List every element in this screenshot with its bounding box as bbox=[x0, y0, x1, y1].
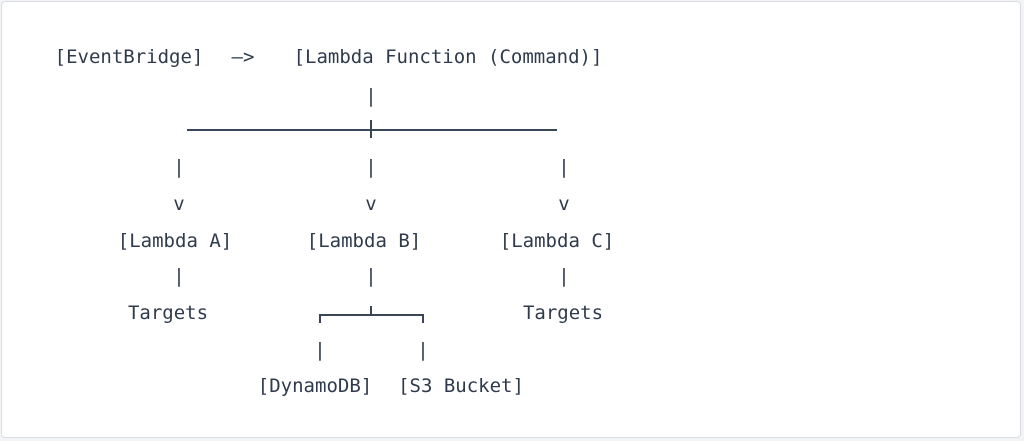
branch-b-junction bbox=[370, 306, 372, 315]
branch-line-b bbox=[319, 314, 424, 316]
arrowhead-a: v bbox=[173, 193, 185, 215]
targets-a: Targets bbox=[127, 302, 209, 324]
node-lambda-c: [Lambda C] bbox=[499, 230, 615, 252]
pipe-s3: | bbox=[417, 339, 429, 361]
node-eventbridge: [EventBridge] bbox=[54, 46, 204, 68]
node-s3-bucket: [S3 Bucket] bbox=[398, 375, 524, 397]
pipe-a-top: | bbox=[173, 156, 185, 178]
node-lambda-a: [Lambda A] bbox=[117, 230, 233, 252]
pipe-dynamodb: | bbox=[314, 339, 326, 361]
node-lambda-b: [Lambda B] bbox=[306, 230, 422, 252]
arrowhead-b: v bbox=[365, 193, 377, 215]
arrow-connector: —> bbox=[231, 46, 255, 68]
pipe-b-top: | bbox=[365, 156, 377, 178]
arrowhead-c: v bbox=[558, 193, 570, 215]
node-lambda-command: [Lambda Function (Command)] bbox=[293, 46, 603, 68]
branch-b-left-tick bbox=[319, 314, 321, 323]
node-dynamodb: [DynamoDB] bbox=[257, 375, 373, 397]
branch-line-main bbox=[187, 129, 557, 131]
pipe-a-bottom: | bbox=[173, 265, 185, 287]
targets-c: Targets bbox=[522, 302, 604, 324]
branch-b-right-tick bbox=[422, 314, 424, 323]
pipe-c-bottom: | bbox=[558, 265, 570, 287]
branch-junction bbox=[370, 120, 372, 138]
pipe-c-top: | bbox=[558, 156, 570, 178]
pipe-b-bottom: | bbox=[365, 265, 377, 287]
pipe-command: | bbox=[365, 85, 377, 107]
